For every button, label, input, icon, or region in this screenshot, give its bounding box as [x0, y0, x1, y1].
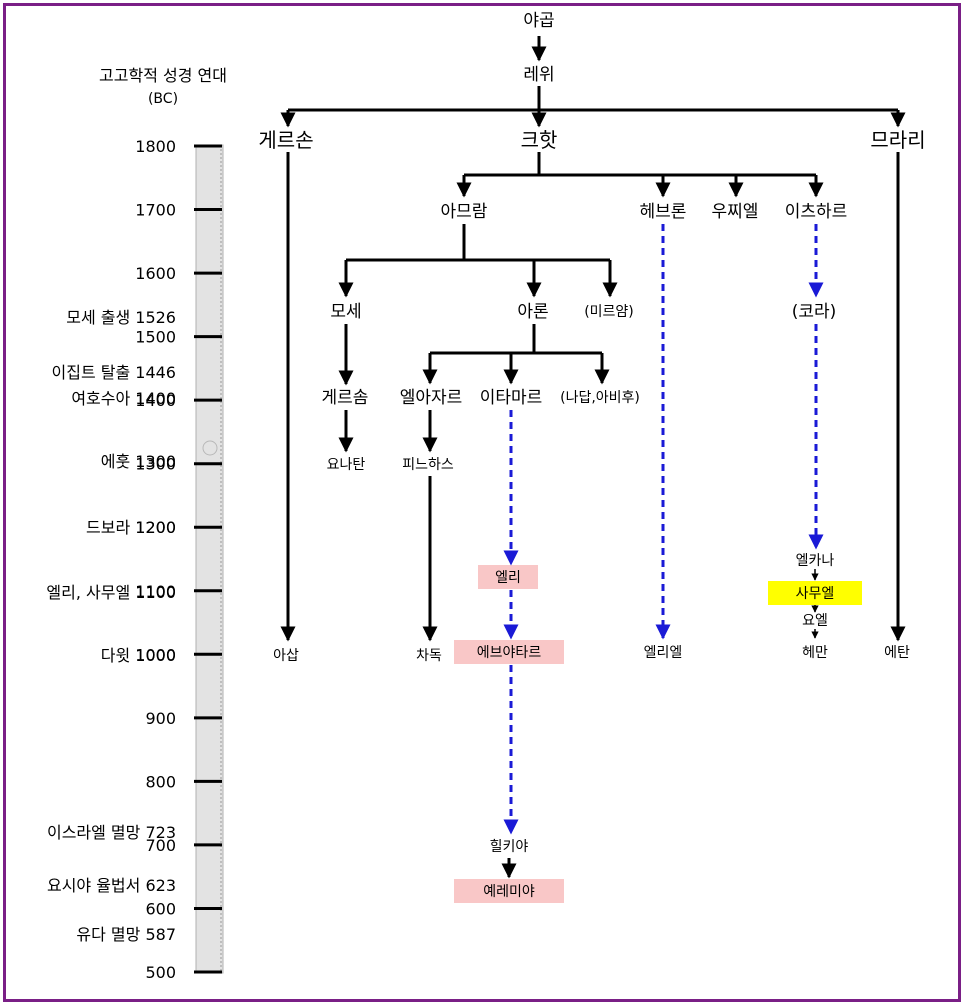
timeline-tick-label: 900 [145, 709, 176, 728]
event-label: 모세 출생 1526 [66, 308, 176, 327]
name-jonathan: 요나탄 [327, 457, 366, 473]
name-ethan: 에탄 [884, 645, 910, 661]
name-gershom: 게르솜 [322, 388, 369, 408]
abiathar-highlight [454, 640, 564, 664]
timeline-title: 고고학적 성경 연대 [99, 66, 227, 85]
ruler-marker-icon [202, 440, 218, 456]
tick-lines [194, 144, 222, 974]
name-korah: (코라) [792, 302, 837, 322]
name-izhar: 이츠하르 [785, 202, 848, 222]
name-hilkiah: 힐키야 [490, 839, 529, 855]
name-phinehas: 피느하스 [402, 457, 454, 473]
event-label: 유다 멸망 587 [76, 925, 176, 944]
name-merari: 므라리 [870, 128, 925, 152]
samuel-highlight [768, 581, 862, 605]
name-eliel: 엘리엘 [644, 645, 683, 661]
timeline: 고고학적 성경 연대 (BC) 1800 1700 1600 1500 1400 1300… [46, 66, 227, 982]
name-uzziel: 우찌엘 [712, 202, 759, 222]
event-label: 이스라엘 멸망 723 [47, 823, 176, 842]
timeline-tick-label: 1800 [135, 137, 176, 156]
name-samuel: 사무엘 [796, 586, 835, 602]
timeline-tick-label: 1500 [135, 328, 176, 347]
name-elkanah: 엘카나 [796, 553, 835, 569]
event-label: 이집트 탈출 1446 [52, 363, 177, 382]
dashed-connectors [503, 224, 824, 835]
name-gershon: 게르손 [258, 128, 313, 152]
family-tree-names: 야곱 레위 게르손 크핫 므라리 아므람 헤브론 우찌엘 이츠하르 모세 아론 … [258, 11, 925, 900]
timeline-tick-label: 1600 [135, 264, 176, 283]
timeline-tick-label: 700 [145, 836, 176, 855]
jeremiah-highlight [454, 879, 564, 903]
name-abiathar: 에브야타르 [477, 645, 542, 661]
name-heman: 헤만 [802, 645, 828, 661]
timeline-ruler [195, 144, 224, 974]
event-label: 드보라 1200 [86, 518, 176, 537]
timeline-tick-label: 1000 [135, 645, 176, 664]
name-moses: 모세 [330, 302, 361, 322]
name-levi: 레위 [523, 65, 554, 85]
diagram-frame [3, 3, 961, 1002]
timeline-tick-label: 1300 [135, 455, 176, 474]
eli-highlight [478, 565, 538, 589]
name-jeremiah: 예레미야 [483, 884, 535, 900]
name-amram: 아므람 [441, 202, 488, 222]
name-kohath: 크핫 [521, 128, 558, 152]
timeline-tick-label: 1700 [135, 201, 176, 220]
timeline-tick-label: 800 [145, 772, 176, 791]
event-label: 요시야 율법서 623 [47, 876, 176, 895]
event-label: 에훗 1300 [101, 452, 176, 471]
name-jacob: 야곱 [523, 11, 554, 31]
name-asaph: 아삽 [273, 648, 299, 664]
event-label: 엘리, 사무엘 1100 [46, 583, 176, 602]
timeline-tick-label: 1400 [135, 391, 176, 410]
name-zadok: 차독 [416, 648, 442, 664]
timeline-tick-label: 1200 [135, 518, 176, 537]
name-nadab-abihu: (나답,아비후) [560, 390, 640, 406]
name-joel: 요엘 [802, 613, 828, 629]
timeline-tick-label: 600 [145, 899, 176, 918]
name-miriam: (미르얌) [584, 304, 634, 320]
timeline-tick-label: 500 [145, 963, 176, 982]
name-eleazar: 엘아자르 [400, 388, 463, 408]
name-hebron: 헤브론 [640, 202, 687, 222]
timeline-unit: (BC) [148, 91, 178, 107]
tick-labels: 1800 1700 1600 1500 1400 1300 1200 1100 1000 900 8… [135, 137, 176, 982]
timeline-tick-label: 1100 [135, 582, 176, 601]
event-label: 여호수아 1400 [71, 389, 176, 408]
name-ithamar: 이타마르 [480, 388, 543, 408]
event-label: 다윗 1000 [101, 646, 176, 665]
name-eli: 엘리 [495, 570, 521, 586]
solid-connectors [280, 36, 906, 879]
name-aaron: 아론 [517, 302, 548, 322]
